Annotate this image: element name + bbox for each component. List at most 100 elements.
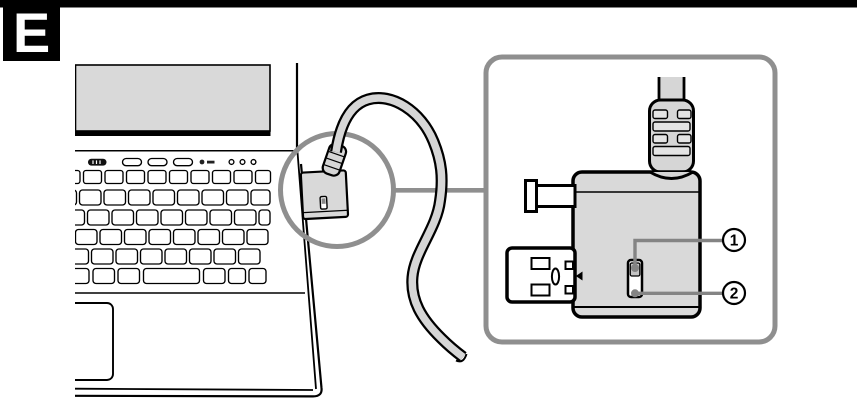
adapter-switch-knob-small [321, 198, 326, 204]
keyboard-key [125, 169, 146, 185]
keyboard-key [111, 209, 135, 226]
callout-number-1: 1 [730, 233, 739, 250]
keyboard-key [197, 228, 221, 246]
keyboard-key [258, 209, 271, 226]
usb-notch [564, 285, 574, 295]
leader-line-1 [633, 238, 723, 268]
keyboard-key [139, 248, 163, 265]
keyboard-key [115, 248, 139, 265]
cable-cut-end [455, 353, 468, 363]
keyboard-key [164, 248, 188, 265]
keyboard-key [86, 209, 110, 226]
keyboard-key [233, 169, 253, 185]
indicator-bar-icon [207, 160, 215, 164]
keyboard-key [209, 209, 233, 226]
cable [330, 92, 468, 363]
keyboard-key [148, 228, 172, 246]
keyboard-key [78, 189, 102, 206]
keyboard-key [75, 169, 81, 185]
chassis-outer-edge [75, 163, 323, 398]
power-slider-ridges [92, 160, 101, 164]
leader-dot-2 [631, 289, 639, 298]
keyboard-key [168, 169, 189, 185]
callout-leaders: 1 2 [631, 227, 747, 306]
keyboard-row [75, 169, 272, 185]
keyboard-key [233, 209, 257, 226]
keyboard-key [213, 248, 237, 265]
keyboard-row [75, 248, 261, 265]
keyboard-row [75, 189, 271, 206]
front-edge-line [75, 387, 314, 391]
keyboard-key [99, 228, 123, 246]
keyboard-key [246, 228, 269, 246]
callout-circle-1 [721, 227, 747, 253]
keyboard-key [104, 169, 124, 185]
keyboard-key [221, 228, 245, 246]
orientation-arrow-icon [575, 271, 583, 281]
keyboard [51, 169, 272, 285]
keyboard-key [227, 267, 247, 285]
touchpad [75, 302, 114, 381]
laptop-screen [75, 64, 271, 132]
keyboard-key [250, 189, 271, 206]
keyboard-key [176, 189, 200, 206]
keyboard-key [172, 228, 196, 246]
keyboard-key [117, 267, 141, 285]
keyboard-row [51, 228, 269, 246]
keyboard-key [51, 230, 73, 245]
status-led [239, 158, 246, 166]
adapter-plugged-small [299, 169, 350, 221]
figure-label-badge [3, 0, 60, 61]
keyboard-key [90, 248, 114, 265]
keyboard-key [147, 169, 167, 185]
keyboard-key [211, 169, 232, 185]
keyboard-key [188, 248, 212, 265]
keyboard-row [75, 267, 267, 285]
keyboard-key [123, 228, 147, 246]
callout-number-2: 2 [730, 286, 739, 303]
strain-relief-ridges [652, 109, 692, 157]
keyboard-key [82, 169, 103, 185]
figure-label: E [13, 1, 50, 64]
keyboard-key [135, 209, 159, 226]
keyboard-key [184, 209, 208, 226]
usb-oval-hole [550, 267, 561, 286]
keyboard-key [75, 267, 90, 285]
top-bar [0, 0, 857, 8]
right-side-inner-edge [296, 151, 317, 390]
dc-plug-shaft [534, 184, 577, 208]
status-led [228, 158, 235, 166]
keyboard-key [103, 189, 127, 206]
keyboard-key [254, 169, 272, 185]
keyboard-key [225, 189, 249, 206]
keyboard-key [127, 189, 151, 206]
keyboard-key [92, 267, 116, 285]
keyboard-row [75, 209, 271, 226]
keyboard-key [160, 209, 184, 226]
strain-relief-bulge [649, 170, 694, 180]
status-led [250, 158, 257, 166]
keyboard-key [190, 169, 210, 185]
keyboard-key [75, 189, 78, 206]
usb-notch [564, 260, 574, 270]
keyboard-key [75, 248, 90, 265]
laptop-illustration [51, 63, 323, 398]
keyboard-key [201, 189, 225, 206]
usb-plug [505, 246, 577, 304]
spacebar-key [142, 267, 201, 285]
control-strip [88, 157, 257, 167]
shortcut-button [172, 157, 194, 167]
keyboard-key [75, 209, 86, 226]
keyboard-key [75, 228, 98, 246]
callout-circle-2 [721, 280, 747, 306]
keyboard-key [152, 189, 176, 206]
leader-dot-1 [631, 264, 639, 272]
shortcut-button [121, 157, 143, 167]
usb-contact-window [530, 283, 551, 297]
dc-plug-tip [524, 179, 538, 213]
keyboard-key [248, 267, 267, 285]
keyboard-key [237, 248, 261, 265]
adapter-body-small-band [303, 209, 348, 214]
